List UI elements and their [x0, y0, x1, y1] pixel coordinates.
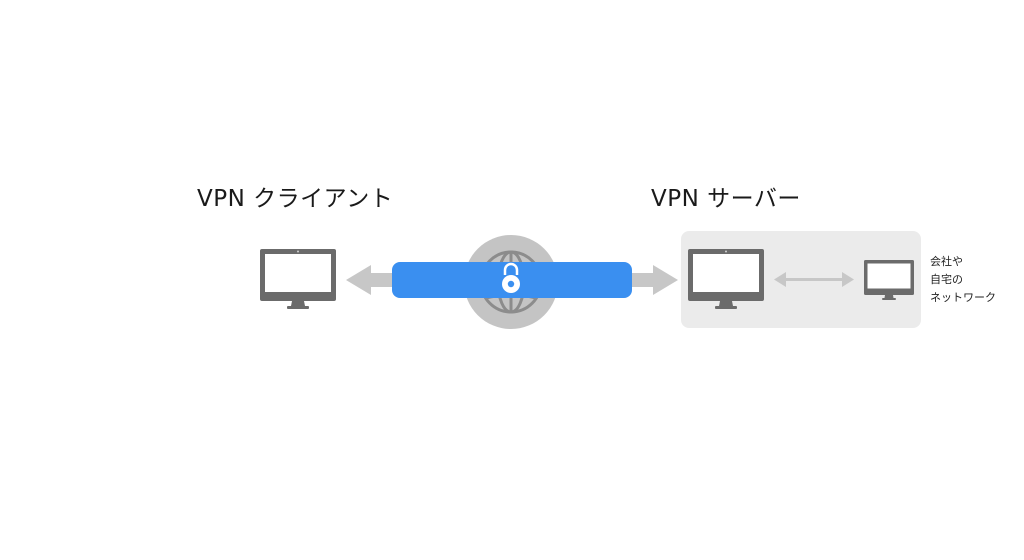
- client-monitor-icon: [260, 249, 336, 309]
- network-note: 会社や 自宅の ネットワーク: [930, 253, 996, 307]
- network-note-line1: 会社や: [930, 255, 963, 268]
- double-arrow-icon: [774, 272, 854, 287]
- arrow-right-icon: [626, 265, 678, 295]
- arrow-left-icon: [346, 265, 396, 295]
- vpn-client-title: VPN クライアント: [197, 186, 394, 212]
- vpn-server-title: VPN サーバー: [651, 186, 801, 212]
- network-note-line2: 自宅の: [930, 273, 963, 286]
- network-note-line3: ネットワーク: [930, 291, 996, 304]
- server-monitor-icon: [688, 249, 764, 309]
- padlock-icon: [502, 262, 520, 293]
- network-monitor-icon: [864, 260, 914, 300]
